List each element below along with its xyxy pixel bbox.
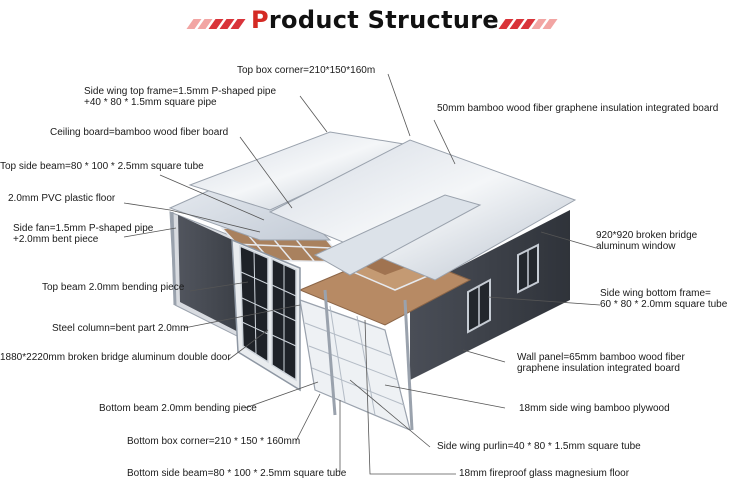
label-bottom-box-corner: Bottom box corner=210 * 150 * 160mm — [127, 436, 301, 447]
label-pvc-floor: 2.0mm PVC plastic floor — [8, 193, 116, 204]
label-top-beam: Top beam 2.0mm bending piece — [42, 282, 185, 293]
label-ceiling-board: Ceiling board=bamboo wood fiber board — [50, 127, 229, 138]
page-title: Product Structure — [0, 6, 750, 34]
label-double-door: 1880*2220mm broken bridge aluminum doubl… — [0, 352, 231, 363]
leader-lines — [123, 73, 601, 475]
label-wall-panel: Wall panel=65mm bamboo wood fiber graphe… — [517, 352, 685, 374]
label-bottom-side-beam: Bottom side beam=80 * 100 * 2.5mm square… — [127, 468, 347, 479]
side-wing-roof-front — [313, 194, 482, 276]
label-bamboo-insulation-board: 50mm bamboo wood fiber graphene insulati… — [437, 103, 719, 114]
header: Product Structure — [0, 0, 750, 50]
right-wall-windows — [467, 243, 539, 334]
title-rest: roduct Structure — [268, 6, 499, 34]
label-side-wing-purlin: Side wing purlin=40 * 80 * 1.5mm square … — [437, 441, 641, 452]
label-side-fan: Side fan=1.5mm P-shaped pipe +2.0mm bent… — [13, 223, 154, 245]
label-side-wing-top-frame: Side wing top frame=1.5mm P-shaped pipe … — [84, 86, 277, 108]
label-steel-column: Steel column=bent part 2.0mm — [52, 323, 189, 334]
label-side-wing-bottom-frame: Side wing bottom frame= 60 * 80 * 2.0mm … — [600, 288, 728, 310]
label-bottom-beam: Bottom beam 2.0mm bending piece — [99, 403, 257, 414]
label-side-wing-plywood: 18mm side wing bamboo plywood — [519, 403, 670, 414]
label-aluminum-window: 920*920 broken bridge aluminum window — [596, 230, 698, 252]
steel-columns — [170, 211, 414, 431]
label-top-box-corner: Top box corner=210*150*160m — [237, 65, 376, 76]
label-magnesium-floor: 18mm fireproof glass magnesium floor — [459, 468, 630, 479]
double-door — [231, 238, 301, 392]
title-first-letter: P — [251, 6, 269, 34]
label-top-side-beam: Top side beam=80 * 100 * 2.5mm square tu… — [0, 161, 204, 172]
